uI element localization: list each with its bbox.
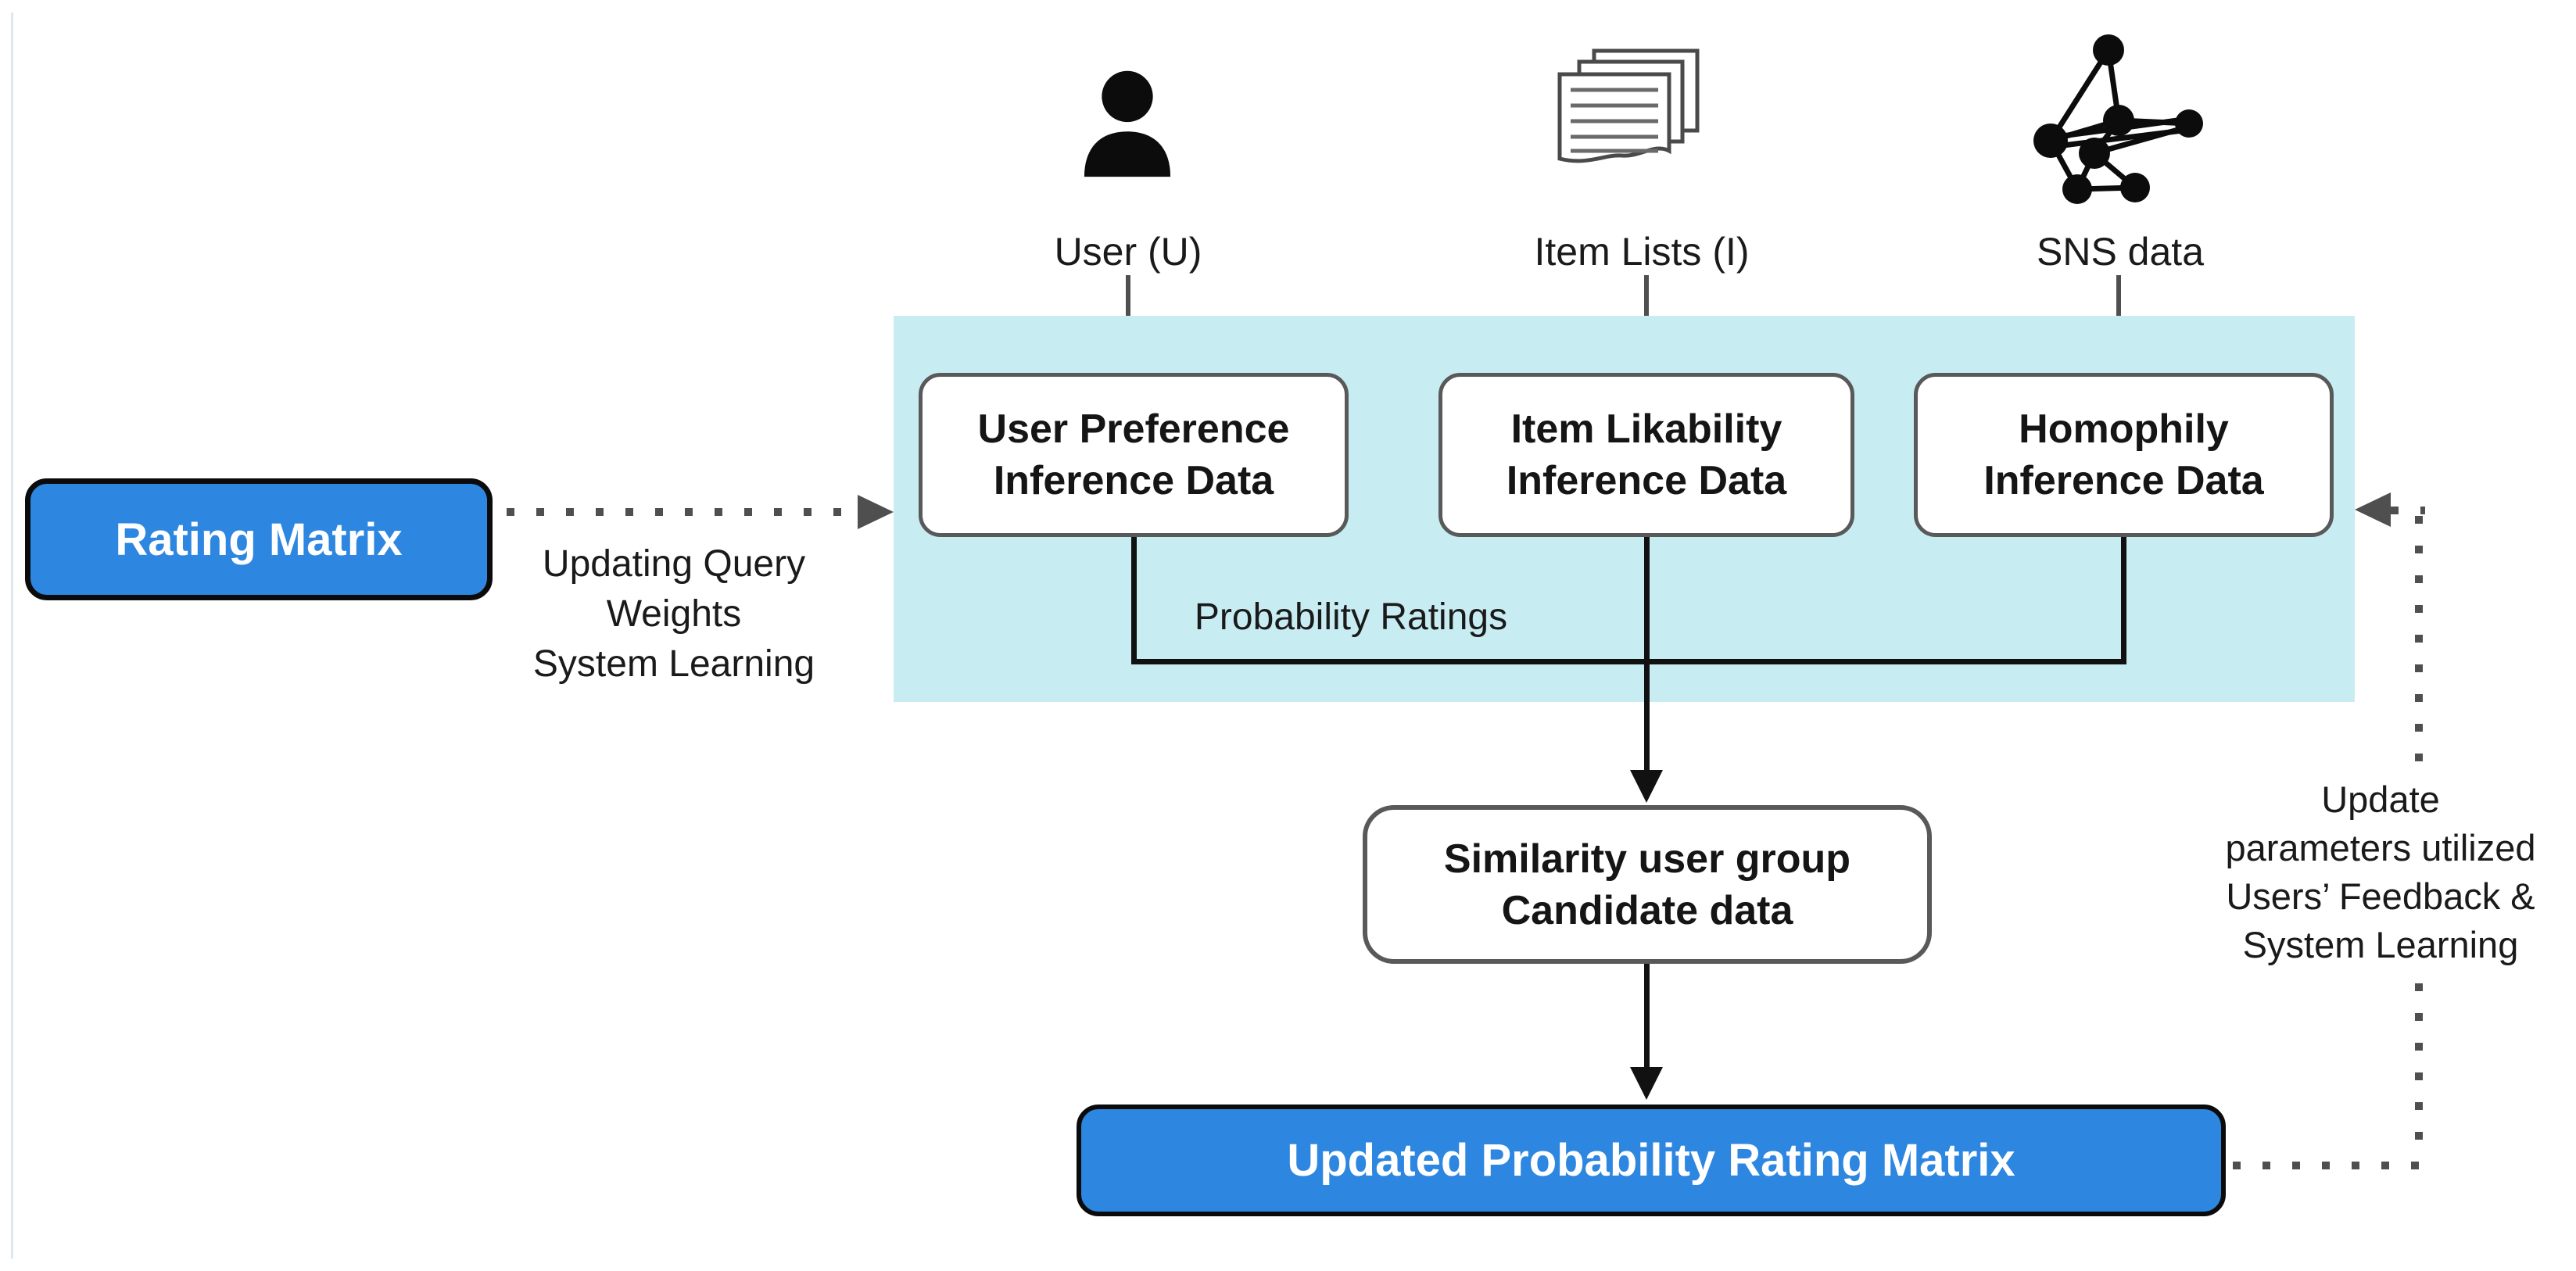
left-edge-guide [11, 13, 13, 1258]
homophily-box: Homophily Inference Data [1914, 373, 2334, 537]
similarity-to-updated-line [1644, 964, 1650, 1069]
homophily-box-line1: Homophily [2019, 406, 2229, 452]
updating-query-note-line2: Weights [606, 593, 742, 635]
similarity-group-box-line2: Candidate data [1501, 887, 1793, 933]
documents-icon [1557, 48, 1700, 163]
updated-arrow-head [1630, 1067, 1663, 1100]
source-label-user: User (U) [1054, 230, 1202, 274]
feedback-arrow-head [2355, 492, 2391, 527]
update-parameters-note-line4: System Learning [2242, 924, 2519, 965]
homophily-stub-line [2121, 537, 2126, 662]
source-label-item-lists: Item Lists (I) [1534, 230, 1750, 274]
rating-to-band-arrow-head [858, 495, 894, 529]
items-input-arrow-line [1644, 275, 1649, 339]
update-parameters-note-line2: parameters utilized [2225, 827, 2536, 868]
feedback-dotted-vertical-upper [2415, 516, 2423, 774]
feedback-dotted-top [2391, 507, 2425, 514]
source-label-sns-data: SNS data [2036, 230, 2204, 274]
updated-matrix-box: Updated Probability Rating Matrix [1077, 1105, 2226, 1216]
updating-query-note: Updating Query Weights System Learning [478, 539, 869, 689]
updating-query-note-line1: Updating Query [542, 543, 806, 585]
user-preference-box-line1: User Preference [977, 406, 1290, 452]
sns-input-arrow-line [2116, 275, 2121, 339]
probability-ratings-label: Probability Ratings [1194, 596, 1508, 638]
similarity-group-box-line1: Similarity user group [1443, 836, 1851, 882]
similarity-group-box: Similarity user group Candidate data [1363, 805, 1932, 964]
update-parameters-note-line3: Users’ Feedback & [2226, 875, 2535, 917]
update-parameters-note-line1: Update [2321, 779, 2440, 820]
rating-matrix-label: Rating Matrix [115, 514, 403, 565]
user-preference-box: User Preference Inference Data [919, 373, 1349, 537]
network-icon [2033, 34, 2203, 204]
feedback-dotted-bottom [2233, 1162, 2423, 1169]
item-likability-box-line1: Item Likability [1510, 406, 1782, 452]
rating-matrix-box: Rating Matrix [25, 478, 493, 600]
item-likability-box: Item Likability Inference Data [1438, 373, 1854, 537]
homophily-box-line2: Inference Data [1983, 458, 2264, 503]
update-parameters-note: Update parameters utilized Users’ Feedba… [2189, 775, 2572, 969]
rating-to-band-dotted-line [507, 508, 857, 516]
user-pref-stub-line [1131, 537, 1137, 662]
user-input-arrow-line [1126, 275, 1130, 339]
merge-horizontal-line [1131, 659, 2126, 664]
user-preference-box-line2: Inference Data [993, 458, 1274, 503]
updated-matrix-label: Updated Probability Rating Matrix [1287, 1135, 2015, 1186]
center-flow-line [1644, 537, 1650, 772]
item-likability-box-line2: Inference Data [1506, 458, 1787, 503]
updating-query-note-line3: System Learning [532, 643, 815, 685]
feedback-dotted-vertical-lower [2415, 983, 2423, 1162]
similarity-arrow-head [1630, 770, 1663, 803]
person-icon [1084, 70, 1171, 177]
